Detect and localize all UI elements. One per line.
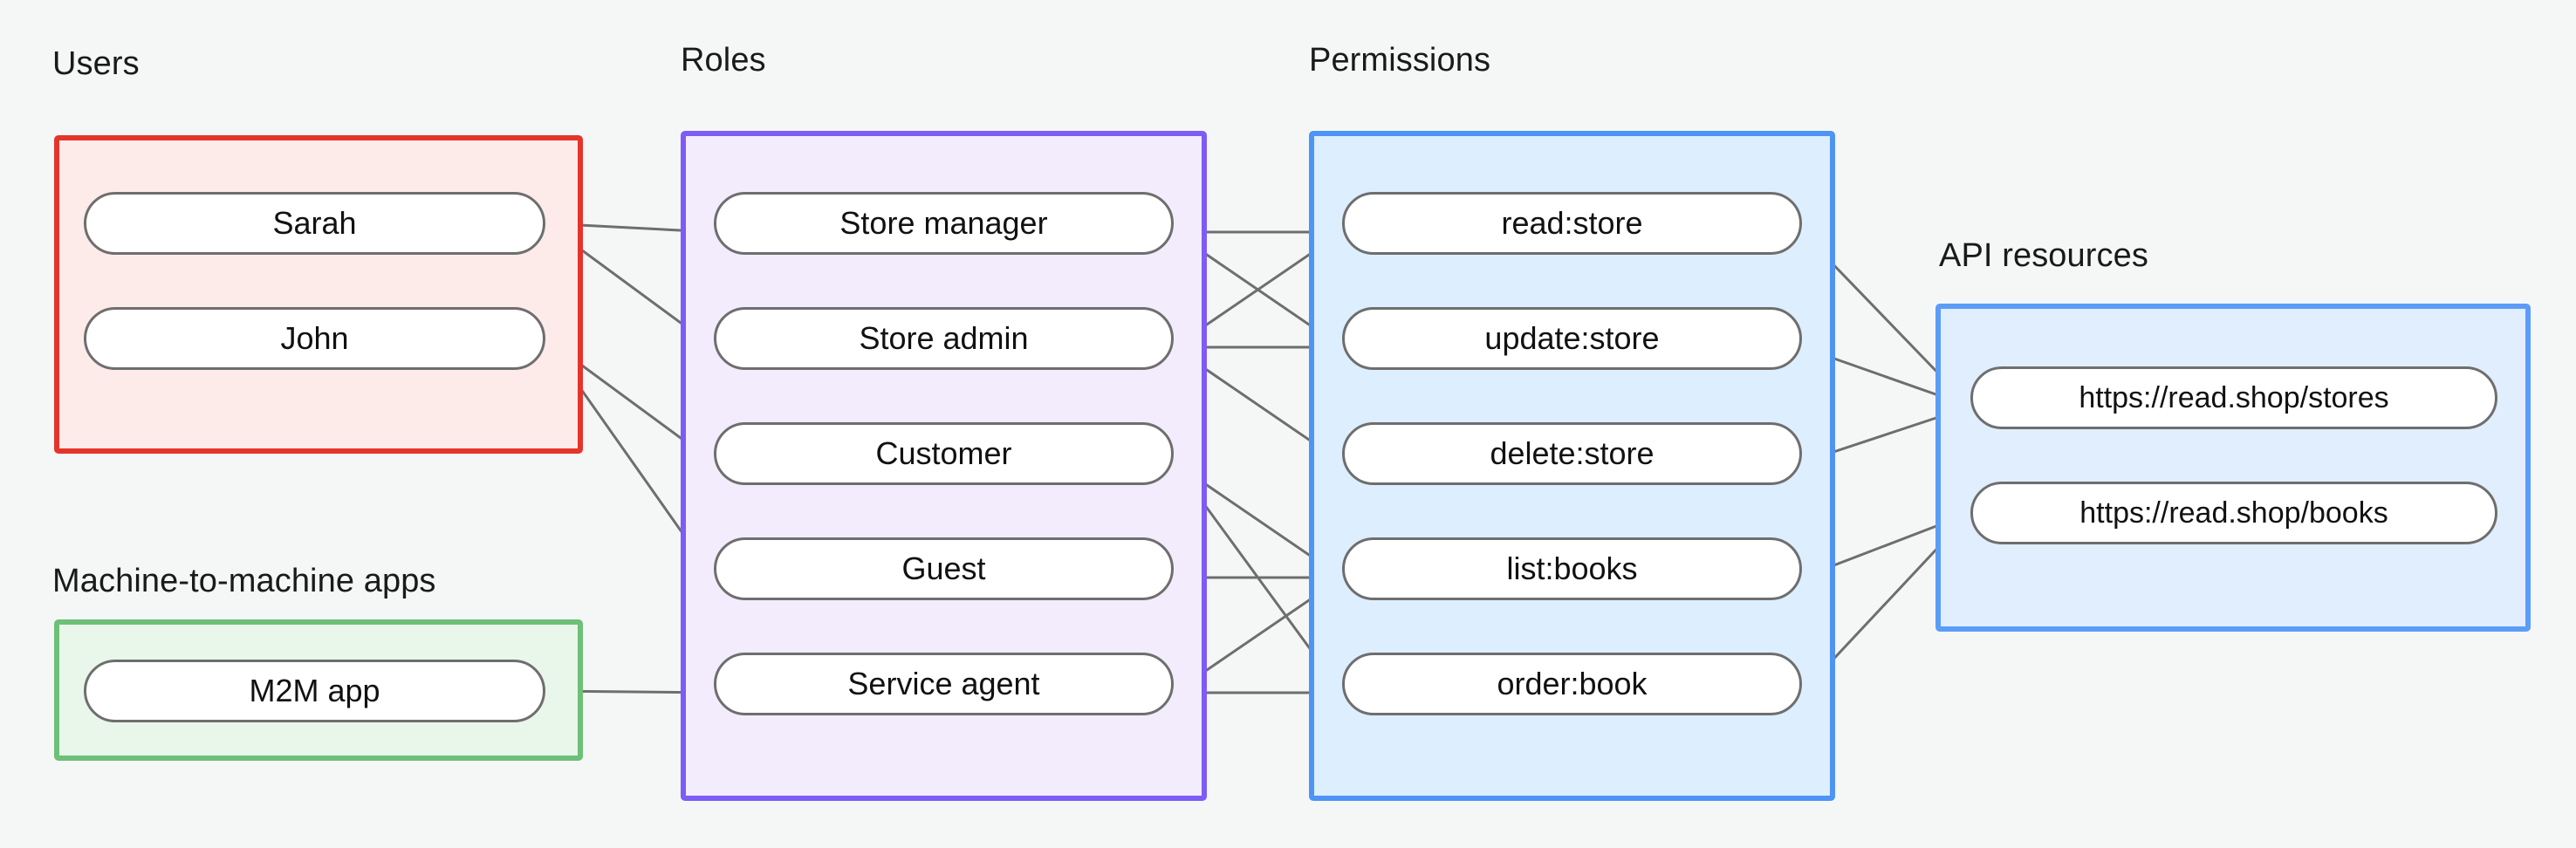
node-read-store[interactable]: read:store [1342, 192, 1802, 255]
node-label-john: John [280, 320, 349, 356]
group-label-api-resources: API resources [1939, 237, 2148, 274]
node-res-stores[interactable]: https://read.shop/stores [1970, 366, 2497, 429]
node-store-admin[interactable]: Store admin [714, 307, 1174, 370]
node-guest[interactable]: Guest [714, 537, 1174, 600]
group-box-api-resources [1935, 304, 2531, 632]
node-customer[interactable]: Customer [714, 422, 1174, 485]
group-label-permissions: Permissions [1309, 42, 1491, 79]
node-label-service-agent: Service agent [847, 666, 1040, 701]
node-label-guest: Guest [901, 551, 986, 586]
group-label-roles: Roles [681, 42, 766, 79]
node-label-res-stores: https://read.shop/stores [2079, 381, 2389, 414]
node-list-books[interactable]: list:books [1342, 537, 1802, 600]
node-label-list-books: list:books [1506, 551, 1638, 586]
node-delete-store[interactable]: delete:store [1342, 422, 1802, 485]
node-sarah[interactable]: Sarah [84, 192, 545, 255]
node-m2m-app[interactable]: M2M app [84, 660, 545, 722]
node-label-store-admin: Store admin [859, 320, 1029, 356]
node-label-customer: Customer [875, 435, 1012, 471]
group-label-m2m: Machine-to-machine apps [52, 563, 436, 599]
node-label-sarah: Sarah [272, 205, 357, 241]
node-update-store[interactable]: update:store [1342, 307, 1802, 370]
node-label-read-store: read:store [1501, 205, 1643, 241]
node-label-m2m-app: M2M app [249, 673, 380, 708]
node-label-update-store: update:store [1484, 320, 1660, 356]
node-res-books[interactable]: https://read.shop/books [1970, 482, 2497, 544]
node-label-order-book: order:book [1497, 666, 1648, 701]
node-john[interactable]: John [84, 307, 545, 370]
group-label-users: Users [52, 45, 140, 82]
node-label-store-manager: Store manager [839, 205, 1048, 241]
group-box-users [54, 135, 583, 454]
node-store-manager[interactable]: Store manager [714, 192, 1174, 255]
node-label-res-books: https://read.shop/books [2079, 496, 2388, 530]
node-order-book[interactable]: order:book [1342, 653, 1802, 715]
node-service-agent[interactable]: Service agent [714, 653, 1174, 715]
node-label-delete-store: delete:store [1490, 435, 1655, 471]
